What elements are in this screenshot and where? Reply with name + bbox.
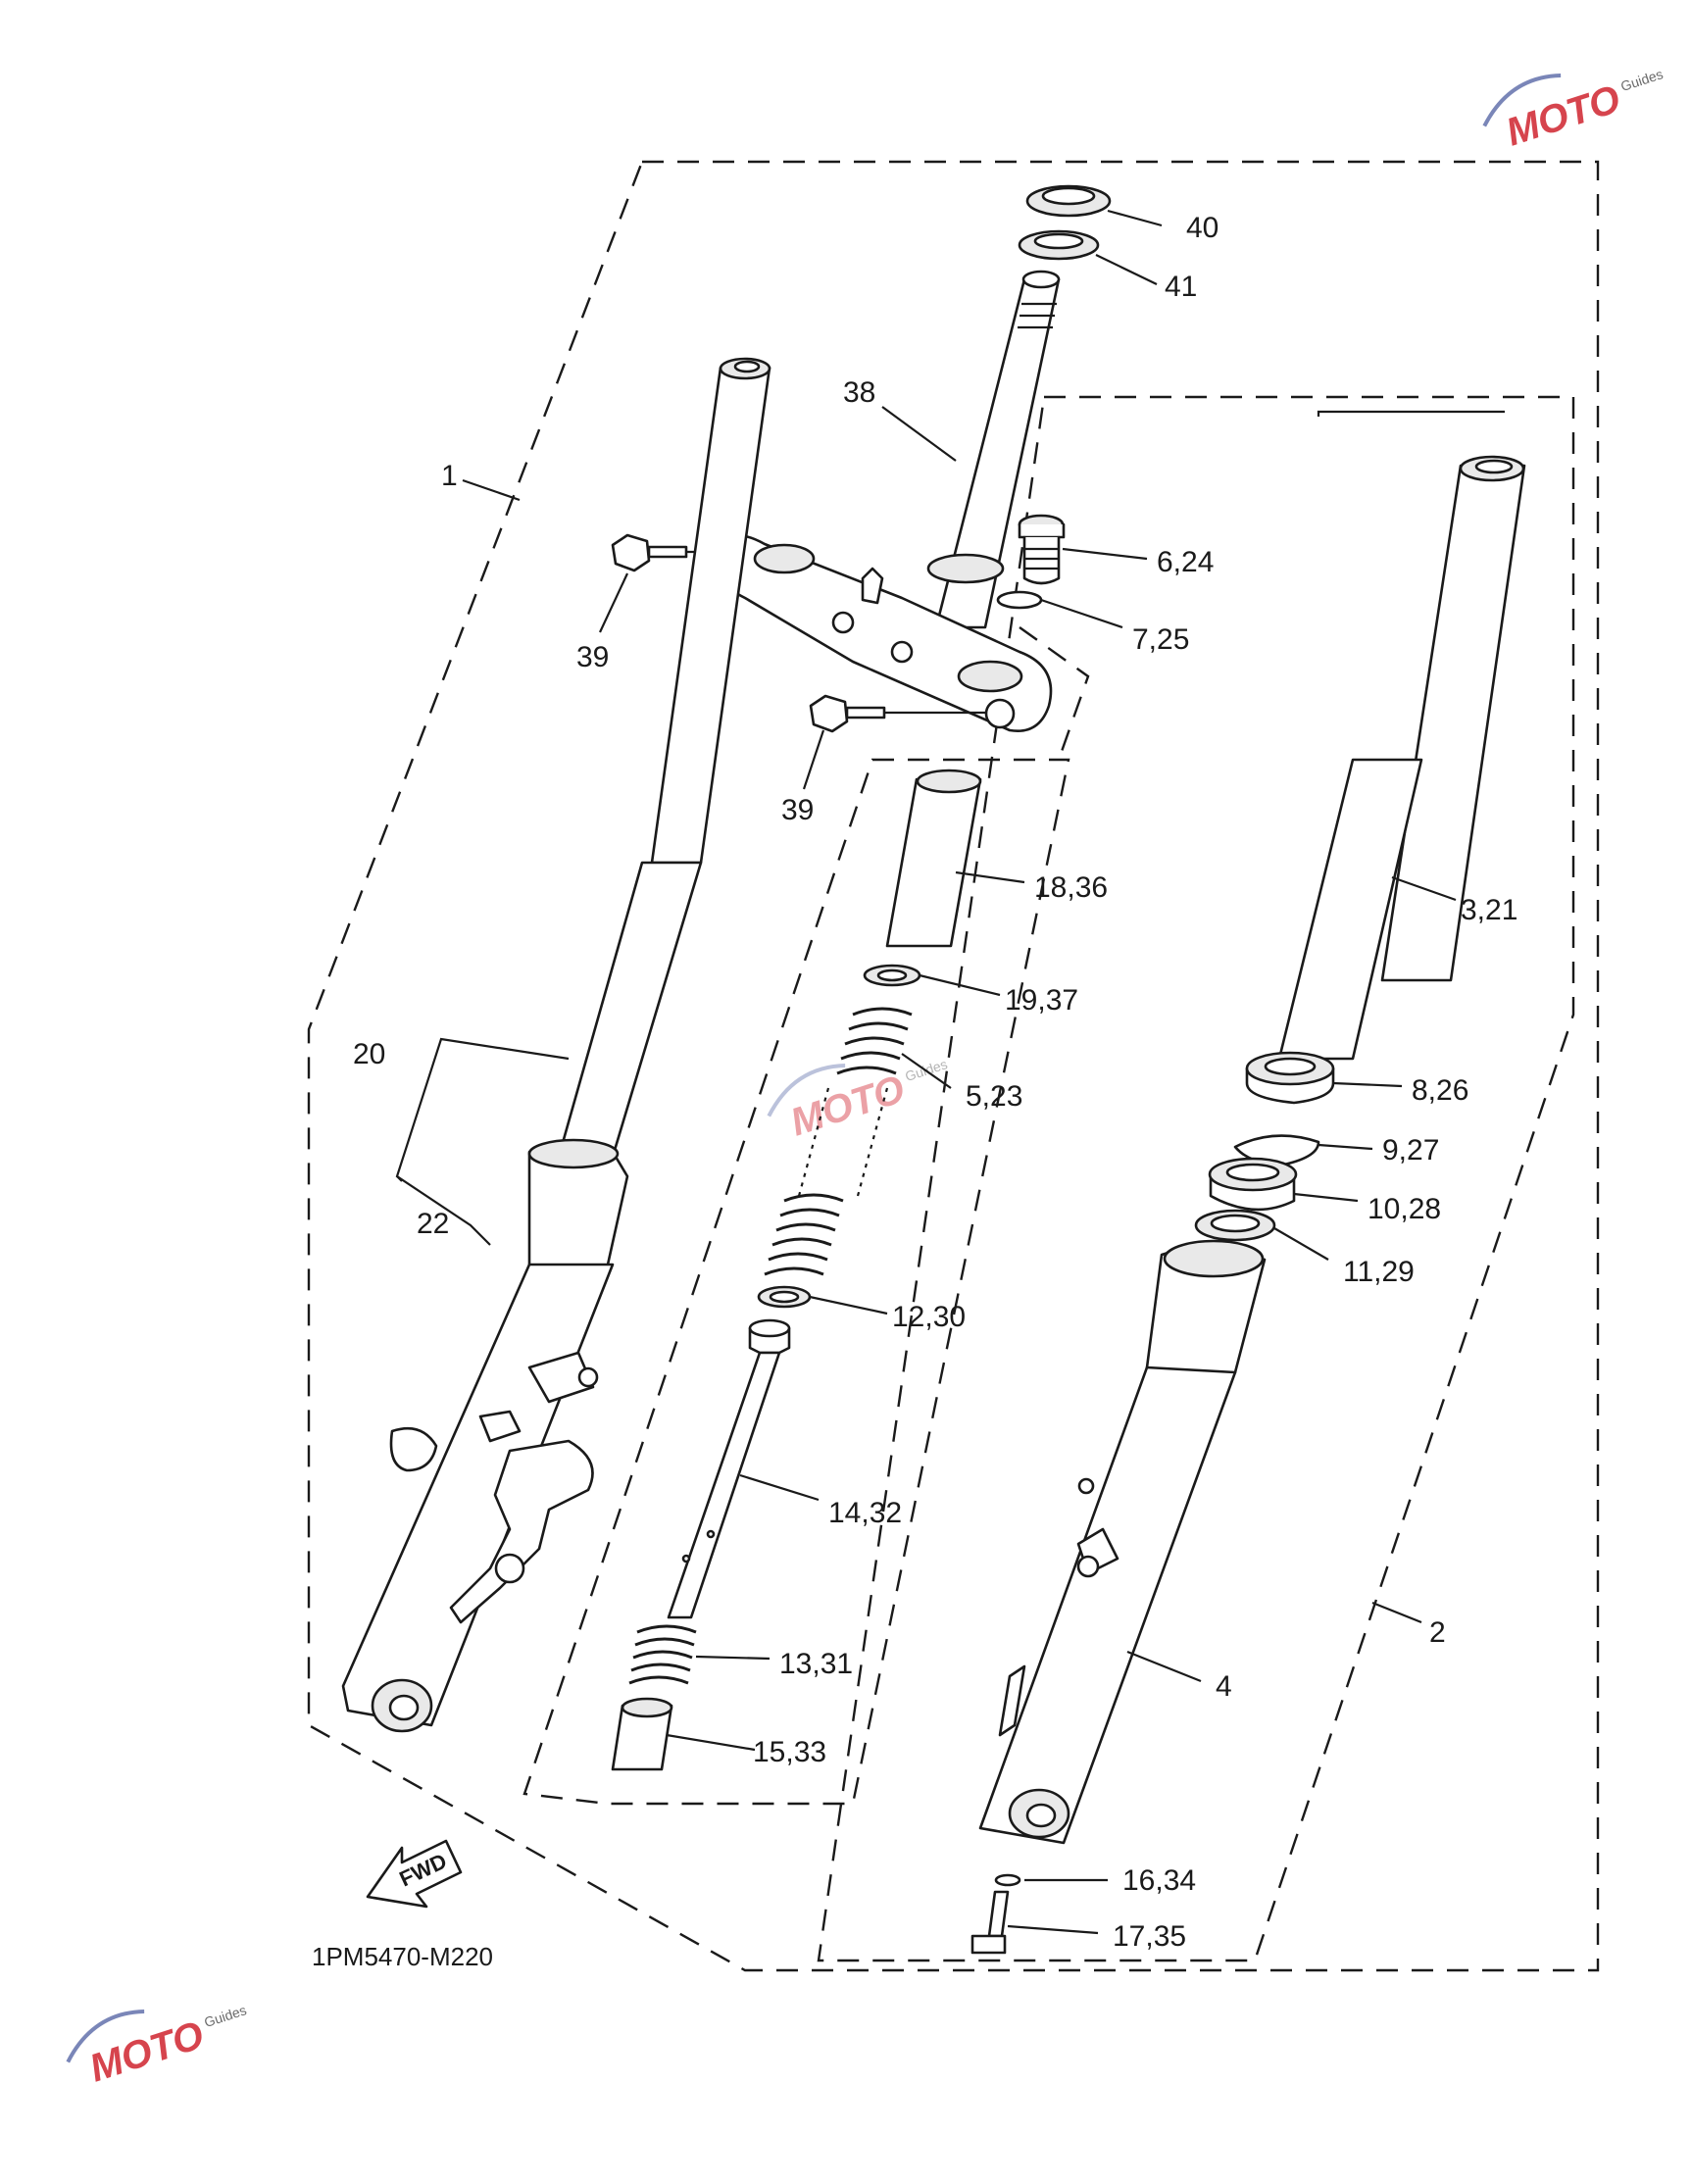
part-20-inner-tube-left	[557, 357, 771, 1159]
part-11-washer	[1194, 1209, 1276, 1242]
watermark-logo-bottom: MOTO Guides	[66, 2002, 248, 2091]
label-2: 2	[1429, 1616, 1446, 1649]
part-10-dust-seal	[1208, 1157, 1298, 1212]
part-8-oil-seal	[1245, 1051, 1335, 1105]
label-19-37: 19,37	[1005, 984, 1078, 1017]
part-39-bolt-lower	[809, 694, 985, 733]
part-22-outer-tube-left	[341, 1138, 629, 1733]
part-14-damper-rod	[667, 1318, 791, 1619]
assembly-1-outline	[307, 160, 1600, 1972]
label-22: 22	[417, 1208, 449, 1240]
label-40: 40	[1186, 212, 1219, 244]
label-7-25: 7,25	[1132, 623, 1189, 656]
watermark-brand-text: MOTO	[1501, 77, 1625, 155]
part-17-drain-bolt	[970, 1890, 1010, 1955]
watermark-sub-text-3: Guides	[202, 2002, 248, 2030]
label-16-34: 16,34	[1122, 1864, 1196, 1897]
label-14-32: 14,32	[828, 1497, 902, 1529]
part-16-copper-washer	[994, 1873, 1021, 1887]
label-39-upper: 39	[576, 641, 609, 673]
part-5-fork-spring	[764, 1007, 913, 1276]
assembly-2-outline	[817, 395, 1575, 1962]
label-1: 1	[441, 460, 458, 492]
label-39-lower: 39	[781, 794, 814, 826]
part-38-steering-stem	[926, 270, 1061, 629]
watermark-logo-middle: MOTO Guides	[767, 1056, 949, 1145]
watermark-sub-text: Guides	[1618, 66, 1665, 94]
label-41: 41	[1165, 271, 1197, 303]
label-12-30: 12,30	[892, 1301, 966, 1333]
label-18-36: 18,36	[1034, 871, 1108, 904]
forward-arrow-icon: FWD	[366, 1839, 463, 1909]
part-12-washer	[757, 1285, 812, 1309]
watermark-brand-text-2: MOTO	[785, 1067, 910, 1145]
label-6-24: 6,24	[1157, 546, 1214, 578]
label-17-35: 17,35	[1113, 1920, 1186, 1953]
label-10-28: 10,28	[1368, 1193, 1441, 1225]
label-38: 38	[843, 376, 875, 409]
label-3-21: 3,21	[1461, 894, 1517, 926]
part-41-bearing-race	[1018, 229, 1100, 261]
label-8-26: 8,26	[1412, 1074, 1468, 1107]
part-40-dust-seal	[1025, 184, 1112, 218]
watermark-logo-top: MOTO Guides	[1482, 66, 1665, 155]
part-15-oil-lock-piece	[611, 1697, 673, 1771]
internals-outline	[522, 758, 1070, 1806]
watermark-brand-text-3: MOTO	[84, 2013, 209, 2091]
drawing-code: 1PM5470-M220	[312, 1942, 493, 1971]
leader-lines	[395, 209, 1505, 1935]
part-7-o-ring	[996, 590, 1043, 610]
bracket-to-fork-dashed	[1019, 626, 1090, 761]
label-11-29: 11,29	[1343, 1256, 1415, 1288]
part-19-washer	[863, 964, 921, 987]
label-13-31: 13,31	[779, 1648, 853, 1680]
part-13-rebound-spring	[628, 1624, 697, 1685]
label-5-23: 5,23	[966, 1080, 1022, 1113]
label-15-33: 15,33	[753, 1736, 826, 1768]
part-3-inner-tube-right	[1277, 455, 1526, 1061]
label-9-27: 9,27	[1382, 1134, 1439, 1166]
part-labels: 40 41 38 1 6,24 7,25 39 39 18,36 3,21 19…	[353, 212, 1517, 1953]
part-18-spacer-collar	[885, 769, 982, 948]
label-20: 20	[353, 1038, 385, 1070]
part-4-outer-tube-right	[978, 1239, 1267, 1845]
part-6-cap-bolt	[1018, 514, 1066, 585]
label-4: 4	[1216, 1670, 1232, 1703]
